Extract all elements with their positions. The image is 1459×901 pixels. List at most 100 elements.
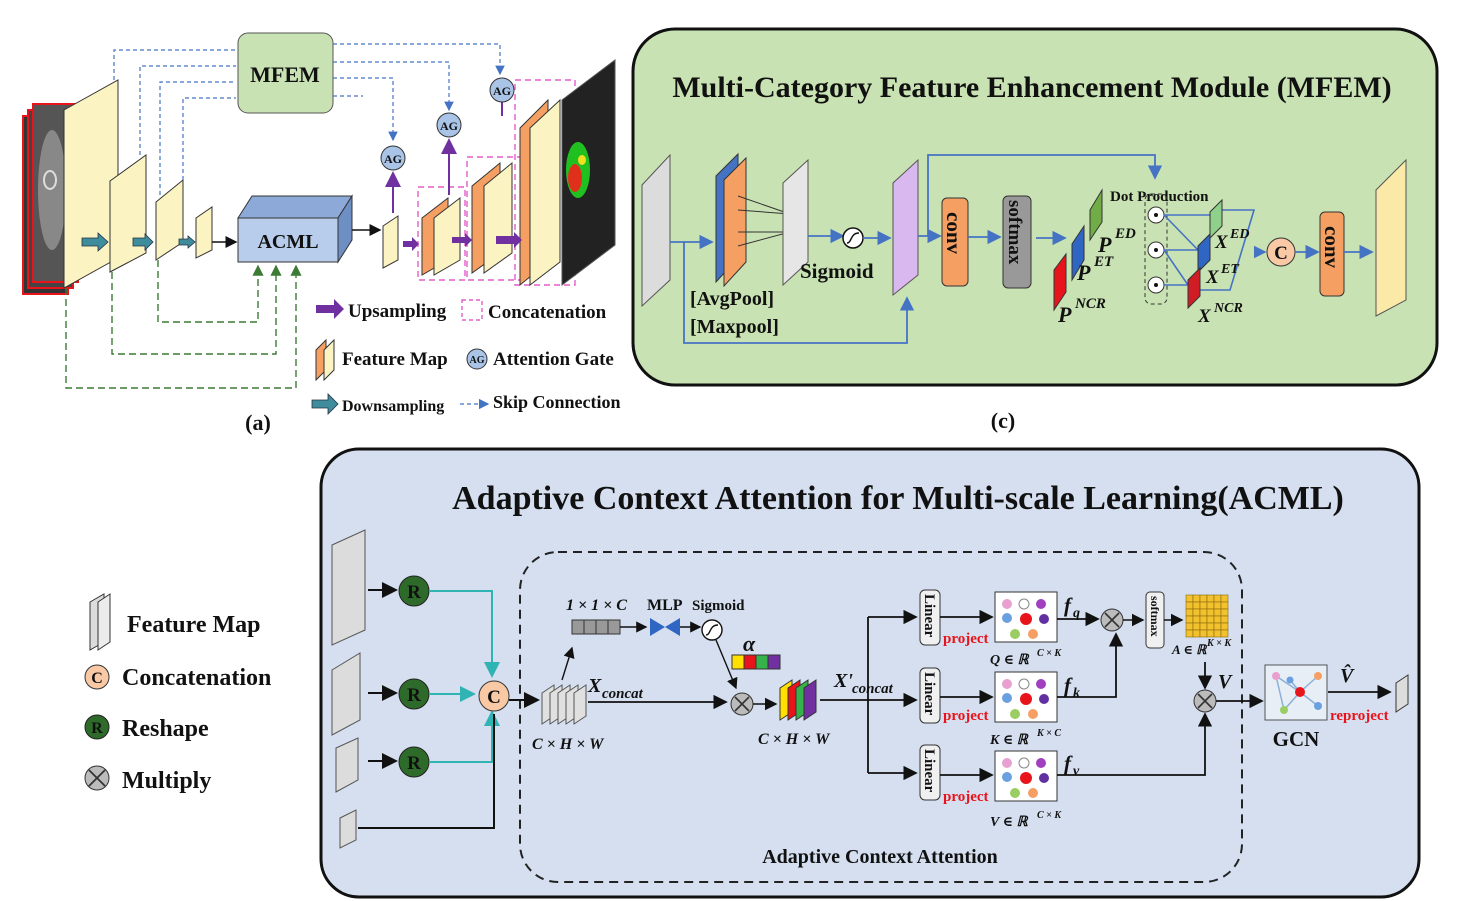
svg-text:softmax: softmax <box>1148 596 1162 637</box>
svg-text:ED: ED <box>1229 227 1249 242</box>
svg-text:Concatenation: Concatenation <box>488 302 607 323</box>
mfem-label: MFEM <box>250 62 320 87</box>
attention-matrix-cell <box>1185 629 1194 638</box>
svg-text:Sigmoid: Sigmoid <box>800 259 874 283</box>
decoder-blocks <box>382 79 576 287</box>
svg-text:P: P <box>1097 232 1112 257</box>
svg-text:softmax: softmax <box>1004 200 1025 265</box>
weighted-concat-stack <box>779 679 817 721</box>
x-concat-stack <box>541 684 587 725</box>
downsampling-arrow-icon <box>311 393 339 415</box>
acml-skip-connections <box>65 260 302 389</box>
svg-text:f: f <box>1064 751 1073 775</box>
svg-text:Sigmoid: Sigmoid <box>692 598 745 614</box>
attention-matrix-cell <box>1199 594 1208 603</box>
multiscale-inputs <box>331 529 366 849</box>
attention-matrix-cell <box>1220 601 1229 610</box>
svg-text:Q ∈ ℝ: Q ∈ ℝ <box>990 653 1029 668</box>
acml-concat-icon <box>478 680 510 712</box>
svg-text:project: project <box>943 789 989 805</box>
svg-text:concat: concat <box>852 681 894 697</box>
svg-text:f: f <box>1064 593 1073 617</box>
acml-box: ACML <box>237 194 353 264</box>
attention-matrix-cell <box>1199 608 1208 617</box>
svg-text:Linear: Linear <box>921 749 937 793</box>
attention-matrix-cell <box>1192 608 1201 617</box>
alpha-weights <box>731 654 781 670</box>
svg-text:GCN: GCN <box>1273 727 1320 751</box>
svg-text:conv: conv <box>942 212 966 255</box>
attention-gates: AG AG AG <box>380 77 515 213</box>
svg-text:project: project <box>943 708 989 724</box>
svg-text:Attention Gate: Attention Gate <box>493 349 614 370</box>
attention-matrix-cell <box>1213 622 1222 631</box>
svg-text:Feature Map: Feature Map <box>342 349 448 370</box>
attention-gate-icon <box>380 145 406 171</box>
svg-text:K × C: K × C <box>1036 728 1061 739</box>
svg-text:Adaptive Context Attention: Adaptive Context Attention <box>762 846 998 868</box>
svg-text:AG: AG <box>470 355 485 366</box>
attention-matrix <box>1185 594 1229 638</box>
svg-text:Dot Production: Dot Production <box>1110 189 1209 205</box>
encoder-blocks <box>63 79 213 289</box>
svg-text:X: X <box>587 675 602 697</box>
svg-text:R: R <box>407 685 421 706</box>
attention-matrix-cell <box>1192 615 1201 624</box>
attention-matrix-cell <box>1199 601 1208 610</box>
svg-text:X: X <box>1205 267 1220 288</box>
upsampling-arrow-icon <box>316 299 344 319</box>
svg-text:k: k <box>1073 686 1080 701</box>
svg-text:P: P <box>1076 260 1091 285</box>
svg-text:Skip Connection: Skip Connection <box>493 392 621 412</box>
svg-text:conv: conv <box>1320 226 1344 269</box>
svg-text:Upsampling: Upsampling <box>348 301 447 322</box>
dot-product-icons <box>1147 206 1165 294</box>
svg-text:AG: AG <box>493 84 511 98</box>
svg-text:V̂: V̂ <box>1340 663 1355 687</box>
svg-text:Reshape: Reshape <box>122 716 209 742</box>
svg-text:C × H × W: C × H × W <box>532 736 605 753</box>
attention-matrix-cell <box>1192 629 1201 638</box>
attention-matrix-cell <box>1199 615 1208 624</box>
svg-text:V ∈ ℝ: V ∈ ℝ <box>990 815 1028 830</box>
attention-matrix-cell <box>1220 608 1229 617</box>
svg-text:Multiply: Multiply <box>122 768 211 794</box>
svg-text:X: X <box>1214 232 1229 253</box>
attention-matrix-cell <box>1185 622 1194 631</box>
svg-text:Linear: Linear <box>921 672 937 716</box>
legend-panel-b: Feature Map C Concatenation R Reshape Mu… <box>84 593 271 794</box>
skip-connections <box>113 43 505 195</box>
caption-c: (c) <box>991 408 1015 433</box>
svg-text:1 × 1 × C: 1 × 1 × C <box>566 597 627 614</box>
svg-text:concat: concat <box>602 686 644 702</box>
q-tokens <box>994 591 1058 643</box>
pooling-block <box>715 152 809 288</box>
sigmoid-icon <box>842 227 864 249</box>
svg-text:project: project <box>943 631 989 647</box>
svg-text:X': X' <box>833 670 853 692</box>
acml-title: Adaptive Context Attention for Multi-sca… <box>452 480 1344 517</box>
panel-c: Multi-Category Feature Enhancement Modul… <box>631 27 1439 433</box>
concatenation-legend-icon <box>84 664 110 690</box>
attention-matrix-cell <box>1185 608 1194 617</box>
reshape-legend-icon <box>84 714 110 740</box>
attention-matrix-cell <box>1213 615 1222 624</box>
linear-layers: Linear Linear Linear <box>919 589 941 801</box>
mfem-output-feature <box>1375 158 1407 317</box>
channel-vector <box>571 619 621 635</box>
svg-text:C × K: C × K <box>1037 810 1062 821</box>
svg-text:C: C <box>91 670 103 687</box>
svg-text:[Maxpool]: [Maxpool] <box>690 316 779 338</box>
svg-text:α: α <box>743 631 756 656</box>
svg-text:AG: AG <box>440 119 458 133</box>
mfem-title: Multi-Category Feature Enhancement Modul… <box>672 71 1391 104</box>
attention-matrix-cell <box>1192 601 1201 610</box>
attention-matrix-cell <box>1220 622 1229 631</box>
svg-text:Concatenation: Concatenation <box>122 665 271 691</box>
attention-matrix-cell <box>1192 622 1201 631</box>
svg-text:ED: ED <box>1114 226 1136 242</box>
svg-text:NCR: NCR <box>1213 301 1243 316</box>
svg-text:Feature Map: Feature Map <box>127 612 261 638</box>
caption-a: (a) <box>245 410 271 435</box>
svg-text:NCR: NCR <box>1074 296 1106 312</box>
